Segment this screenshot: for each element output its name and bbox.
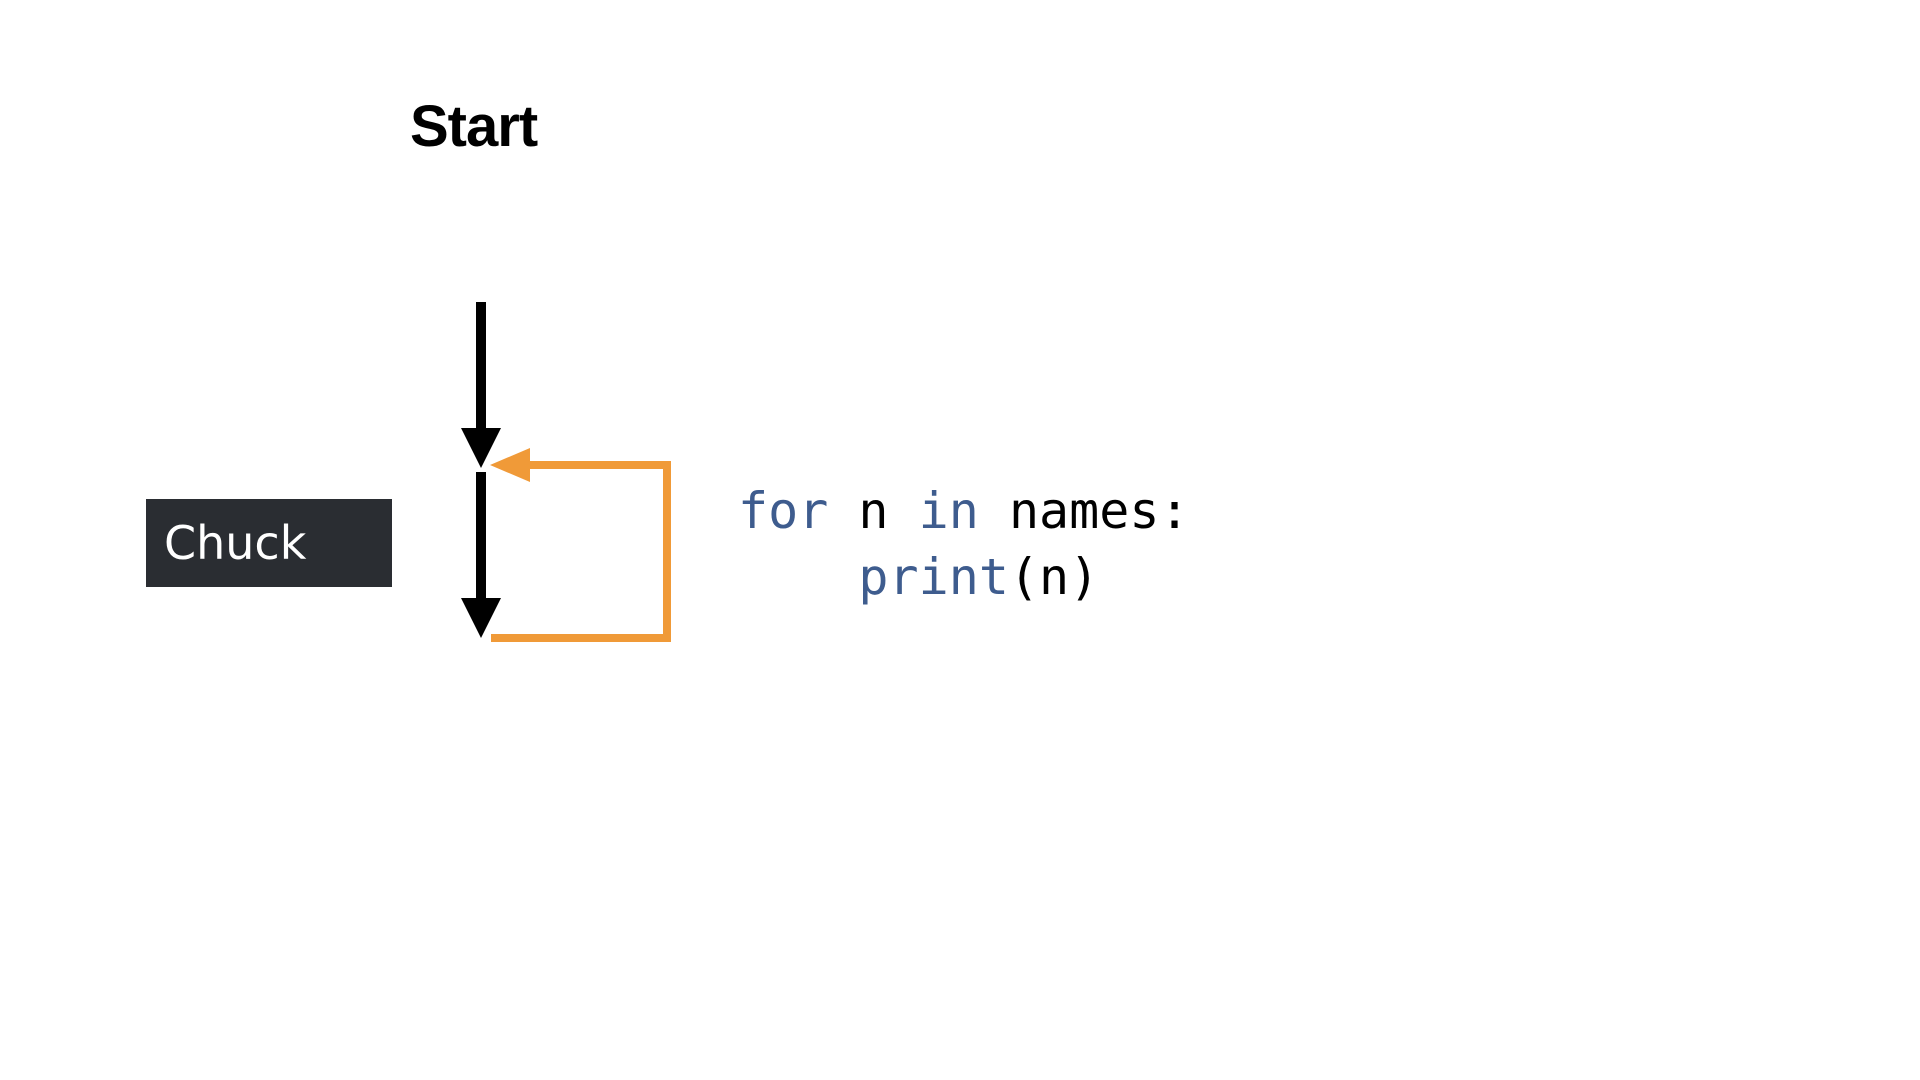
entry-arrow-down-icon — [461, 302, 501, 468]
body-arrow-down-icon — [461, 472, 501, 638]
loop-variable: n — [828, 482, 919, 540]
loop-back-arrow-icon — [490, 448, 671, 642]
function-args: (n) — [1008, 548, 1100, 606]
function-print: print — [858, 548, 1009, 606]
current-value-box: Chuck — [146, 499, 392, 587]
code-block: for n in names: print(n) — [738, 478, 1190, 610]
code-line-1: for n in names: — [738, 478, 1190, 544]
current-value-text: Chuck — [164, 516, 307, 570]
keyword-in: in — [918, 482, 979, 540]
code-indent — [738, 548, 858, 606]
iterable-name: names: — [978, 482, 1190, 540]
code-line-2: print(n) — [738, 544, 1190, 610]
keyword-for: for — [738, 482, 829, 540]
start-label: Start — [410, 94, 538, 159]
